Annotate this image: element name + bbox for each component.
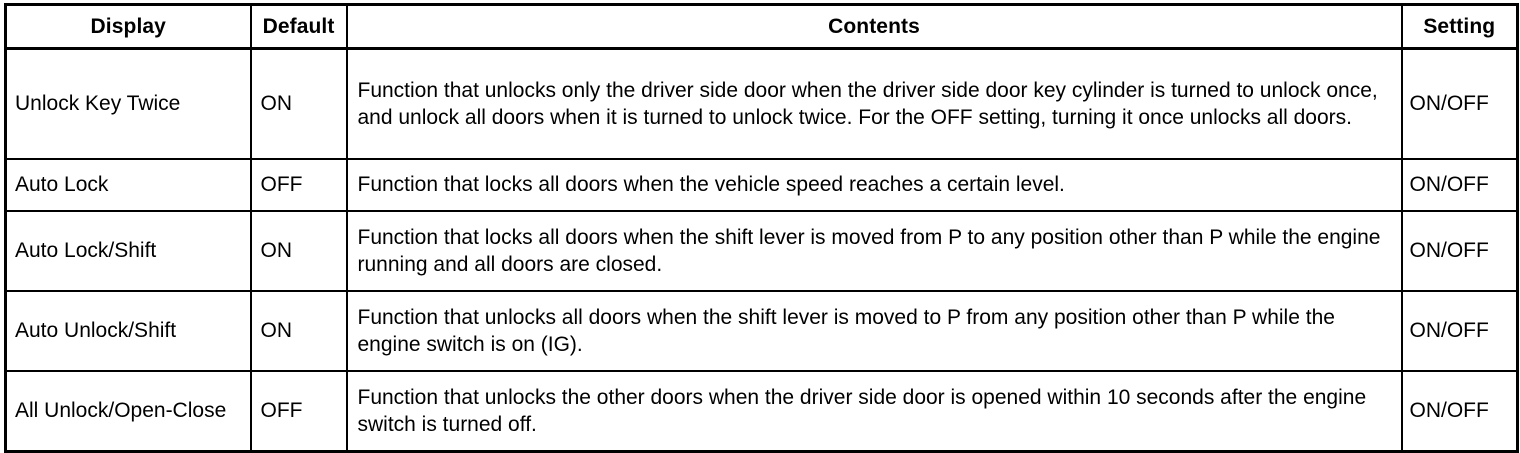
cell-display: Auto Unlock/Shift [4,290,252,372]
settings-table-container: Display Default Contents Setting Unlock … [4,3,1519,453]
cell-contents: Function that locks all doors when the s… [345,210,1403,292]
cell-setting: ON/OFF [1400,47,1519,160]
column-header-setting: Setting [1400,3,1519,50]
cell-contents: Function that locks all doors when the v… [345,158,1403,212]
table-body: Unlock Key Twice ON Function that unlock… [4,47,1519,453]
cell-display: Auto Lock [4,158,252,212]
cell-contents: Function that unlocks only the driver si… [345,47,1403,160]
cell-setting: ON/OFF [1400,370,1519,453]
table-header-row: Display Default Contents Setting [4,3,1519,50]
cell-default: OFF [249,158,348,212]
table-row: Auto Lock OFF Function that locks all do… [4,158,1519,212]
table-row: Auto Lock/Shift ON Function that locks a… [4,210,1519,292]
cell-contents: Function that unlocks all doors when the… [345,290,1403,372]
cell-display: Auto Lock/Shift [4,210,252,292]
cell-setting: ON/OFF [1400,290,1519,372]
cell-default: ON [249,290,348,372]
cell-display: All Unlock/Open-Close [4,370,252,453]
cell-display: Unlock Key Twice [4,47,252,160]
cell-setting: ON/OFF [1400,158,1519,212]
table-row: All Unlock/Open-Close OFF Function that … [4,370,1519,453]
table-row: Unlock Key Twice ON Function that unlock… [4,47,1519,160]
customizable-features-table: Display Default Contents Setting Unlock … [4,3,1519,453]
cell-default: OFF [249,370,348,453]
cell-setting: ON/OFF [1400,210,1519,292]
cell-default: ON [249,47,348,160]
table-row: Auto Unlock/Shift ON Function that unloc… [4,290,1519,372]
column-header-default: Default [249,3,348,50]
table-header: Display Default Contents Setting [4,3,1519,50]
cell-default: ON [249,210,348,292]
cell-contents: Function that unlocks the other doors wh… [345,370,1403,453]
column-header-contents: Contents [345,3,1403,50]
column-header-display: Display [4,3,252,50]
